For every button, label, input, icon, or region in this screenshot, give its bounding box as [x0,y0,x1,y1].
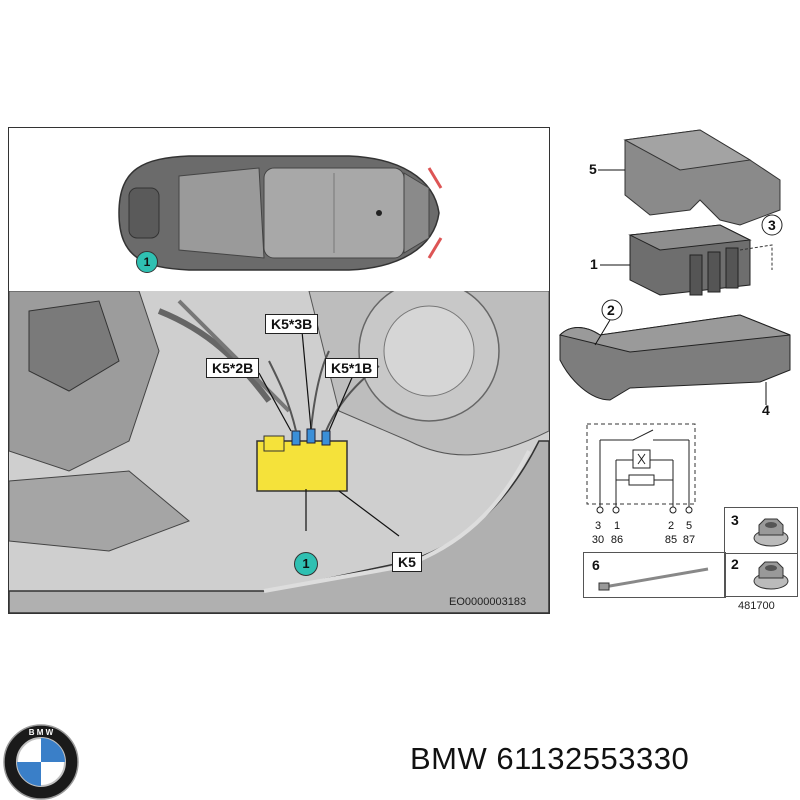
pin-number-2: 2 [667,520,675,532]
image-code: EO0000003183 [449,596,527,608]
car-top-view [118,155,443,271]
callout-k5: K5 [392,552,422,572]
cable-tie-icon [598,567,709,591]
bay-location-marker: 1 [294,552,318,576]
part-label-5: 5 [589,161,597,177]
relay-schematic: 3 1 2 5 30 86 85 87 [583,420,700,550]
callout-k5-3b: K5*3B [265,314,319,334]
part-label-1: 1 [590,256,598,272]
bmw-logo-lettering: B M W [29,728,54,737]
callout-k5-2b: K5*2B [206,358,260,378]
terminal-85: 85 [664,534,678,546]
hardware-num-3: 3 [731,512,739,528]
pin-number-1: 1 [613,520,621,532]
hardware-cell-2: 2 [724,552,798,597]
hardware-num-6: 6 [592,557,600,573]
parts-exploded-view [559,129,791,405]
part-label-2: 2 [607,302,615,318]
flange-nut-icon [753,561,789,590]
bmw-logo-icon: B M W [3,724,79,800]
part-label-4: 4 [762,402,770,418]
part-label-3: 3 [768,217,776,233]
callout-k5-1b: K5*1B [325,358,379,378]
part-number: BMW 61132553330 [410,741,690,776]
reference-number: 481700 [738,600,775,612]
hardware-num-2: 2 [731,556,739,572]
terminal-30: 30 [591,534,605,546]
terminal-87: 87 [682,534,696,546]
location-diagram-panel: 1 K5*3B K5*2B K5*1B K5 1 EO0000003183 [8,127,550,614]
flange-nut-icon [753,518,789,547]
car-location-marker: 1 [136,251,158,273]
pin-number-3: 3 [594,520,602,532]
hardware-cell-3: 3 [724,507,798,554]
engine-bay-view [9,291,549,613]
hardware-cell-6: 6 [583,552,726,598]
pin-number-5: 5 [685,520,693,532]
terminal-86: 86 [610,534,624,546]
